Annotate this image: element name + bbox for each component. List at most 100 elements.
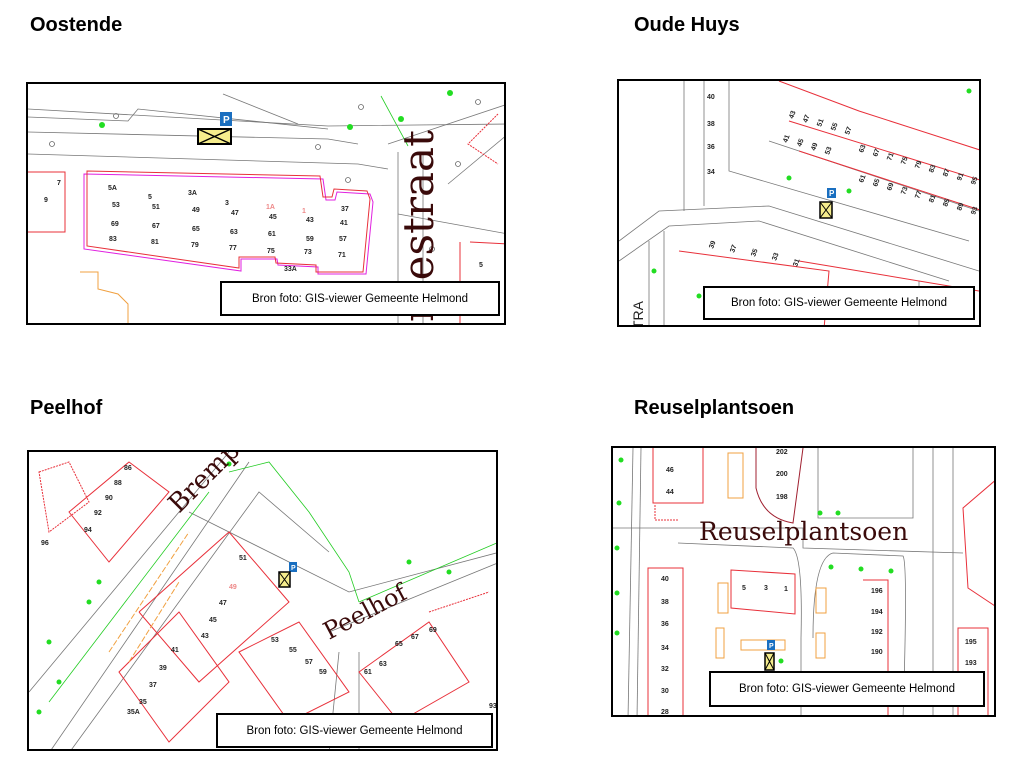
map-feature	[619, 220, 950, 282]
map-feature	[29, 452, 230, 693]
map-feature: P	[223, 115, 230, 126]
house-number: 38	[707, 121, 715, 128]
house-number: 75	[900, 156, 909, 166]
map-feature	[778, 658, 784, 664]
map-feature	[786, 175, 792, 181]
house-number: 35	[139, 699, 147, 706]
house-number: 41	[782, 134, 791, 144]
map-feature	[614, 630, 620, 636]
house-number: 51	[816, 118, 825, 128]
house-number: 39	[159, 665, 167, 672]
section-title-oostende: Oostende	[30, 14, 123, 36]
house-number: 192	[871, 629, 883, 636]
house-number: 53	[271, 637, 279, 644]
house-number: 67	[872, 148, 881, 158]
map-feature	[614, 545, 620, 551]
house-number: 43	[306, 217, 314, 224]
house-number: 87	[942, 168, 951, 178]
map-feature	[651, 88, 972, 299]
map-feature	[966, 88, 972, 94]
map-feature	[68, 461, 470, 743]
house-number: 47	[219, 600, 227, 607]
house-number: 33	[771, 252, 780, 262]
map-feature	[28, 108, 504, 127]
map-feature	[38, 461, 490, 613]
house-number: 49	[810, 142, 819, 152]
parking-sign: P	[289, 562, 297, 572]
house-number: 83	[928, 164, 937, 174]
house-number: 202	[776, 449, 788, 456]
map-feature	[755, 448, 804, 524]
map-feature	[220, 112, 232, 126]
house-number: 198	[776, 494, 788, 501]
map-feature	[138, 531, 290, 683]
parking-sign: P	[827, 188, 836, 198]
house-number: 43	[201, 633, 209, 640]
house-number: 36	[661, 621, 669, 628]
house-number: 69	[886, 182, 895, 192]
map-feature	[651, 268, 657, 274]
house-number: 61	[268, 231, 276, 238]
map-feature	[406, 559, 412, 565]
house-number: 43	[788, 110, 797, 120]
map-feature	[815, 632, 826, 659]
house-number: 49	[192, 207, 200, 214]
map-feature	[618, 457, 624, 463]
house-number: 36	[707, 144, 715, 151]
map-feature	[429, 246, 435, 252]
map-feature	[118, 611, 230, 743]
map-feature	[730, 569, 796, 615]
location-marker	[278, 571, 291, 588]
map-feature	[815, 587, 827, 614]
house-number: 53	[824, 146, 833, 156]
location-marker	[819, 201, 833, 219]
house-number: 1A	[266, 204, 275, 211]
photo-source-caption: Bron foto: GIS-viewer Gemeente Helmond	[220, 281, 500, 316]
map-feature	[347, 124, 353, 130]
map-feature	[99, 90, 453, 130]
house-number: 53	[112, 202, 120, 209]
house-number: 83	[109, 236, 117, 243]
house-number: 37	[341, 206, 349, 213]
house-number: 32	[661, 666, 669, 673]
section-title-oude-huys: Oude Huys	[634, 14, 740, 36]
map-feature	[345, 177, 351, 183]
house-number: 63	[858, 144, 867, 154]
house-number: 57	[339, 236, 347, 243]
house-number: 3	[764, 585, 768, 592]
section-title-peelhof: Peelhof	[30, 397, 103, 419]
map-feature	[49, 99, 481, 252]
map-feature	[68, 461, 170, 563]
map-feature	[827, 188, 836, 198]
map-feature	[86, 170, 371, 273]
map-feature	[696, 293, 702, 299]
map-feature	[715, 627, 725, 659]
house-number: 90	[105, 495, 113, 502]
map-feature	[99, 122, 105, 128]
house-number: 41	[340, 220, 348, 227]
map-feature	[48, 461, 496, 703]
map-feature	[614, 590, 620, 596]
house-number: 49	[229, 584, 237, 591]
map-feature	[238, 621, 350, 723]
map-feature	[358, 104, 364, 110]
map-feature	[817, 448, 914, 519]
map-feature	[858, 566, 864, 572]
map-feature	[764, 652, 775, 671]
map-feature	[71, 491, 330, 749]
map-feature	[846, 188, 852, 194]
house-number: 67	[411, 634, 419, 641]
map-feature	[28, 93, 504, 323]
house-number: 3	[225, 200, 229, 207]
map-feature	[962, 480, 994, 606]
house-number: 69	[429, 627, 437, 634]
house-number: 196	[871, 588, 883, 595]
house-number: 47	[802, 114, 811, 124]
house-number: 92	[94, 510, 102, 517]
map-feature	[80, 271, 129, 323]
map-feature	[616, 500, 622, 506]
house-number: 89	[956, 202, 965, 212]
map-feature	[36, 709, 42, 715]
house-number: 195	[965, 639, 977, 646]
